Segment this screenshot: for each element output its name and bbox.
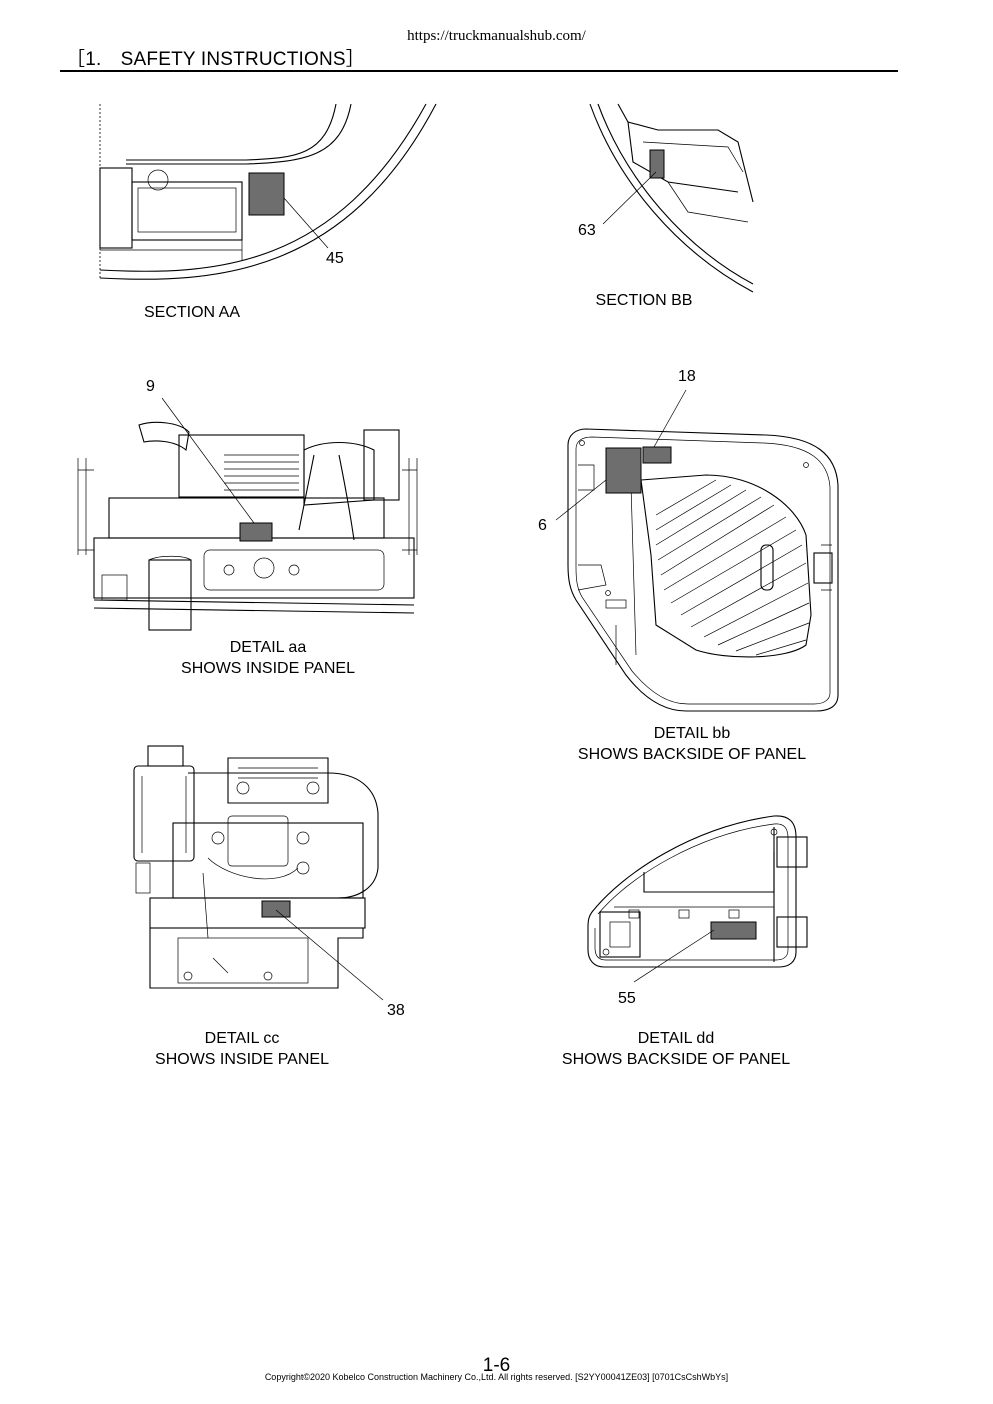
callout-55: 55 xyxy=(618,990,636,1007)
detail-dd-caption-line2: SHOWS BACKSIDE OF PANEL xyxy=(561,1051,791,1068)
section-bb-drawing xyxy=(589,103,754,293)
callout-38: 38 xyxy=(387,1002,405,1019)
detail-dd-drawing xyxy=(587,815,808,983)
detail-aa-caption: DETAIL aa SHOWS INSIDE PANEL xyxy=(138,637,398,679)
detail-cc-caption-line1: DETAIL cc xyxy=(204,1030,280,1047)
detail-cc-drawing xyxy=(133,745,384,1001)
detail-aa-caption-line2: SHOWS INSIDE PANEL xyxy=(181,660,355,677)
callout-9: 9 xyxy=(146,378,155,395)
callout-63: 63 xyxy=(578,222,596,239)
detail-cc-caption-line2: SHOWS INSIDE PANEL xyxy=(155,1051,329,1068)
detail-bb-caption: DETAIL bb SHOWS BACKSIDE OF PANEL xyxy=(562,723,822,765)
detail-dd-caption-line1: DETAIL dd xyxy=(637,1030,715,1047)
section-aa-caption: SECTION AA xyxy=(143,304,241,321)
section-header: ［1. SAFETY INSTRUCTIONS］ xyxy=(66,49,365,70)
copyright-notice: Copyright©2020 Kobelco Construction Mach… xyxy=(264,1372,729,1382)
callout-6: 6 xyxy=(538,517,547,534)
callout-45: 45 xyxy=(326,250,344,267)
detail-bb-caption-line1: DETAIL bb xyxy=(653,725,731,742)
section-bb-caption: SECTION BB xyxy=(595,292,693,309)
header-rule xyxy=(60,70,898,72)
detail-aa-drawing xyxy=(77,397,418,631)
callout-18: 18 xyxy=(678,368,696,385)
detail-cc-caption: DETAIL cc SHOWS INSIDE PANEL xyxy=(112,1028,372,1070)
detail-bb-drawing xyxy=(555,389,839,712)
page-number: 1-6 xyxy=(482,1355,511,1376)
section-aa-drawing xyxy=(99,103,437,280)
source-url: https://truckmanualshub.com/ xyxy=(407,28,586,44)
detail-dd-caption: DETAIL dd SHOWS BACKSIDE OF PANEL xyxy=(546,1028,806,1070)
detail-aa-caption-line1: DETAIL aa xyxy=(229,639,307,656)
detail-bb-caption-line2: SHOWS BACKSIDE OF PANEL xyxy=(577,746,807,763)
